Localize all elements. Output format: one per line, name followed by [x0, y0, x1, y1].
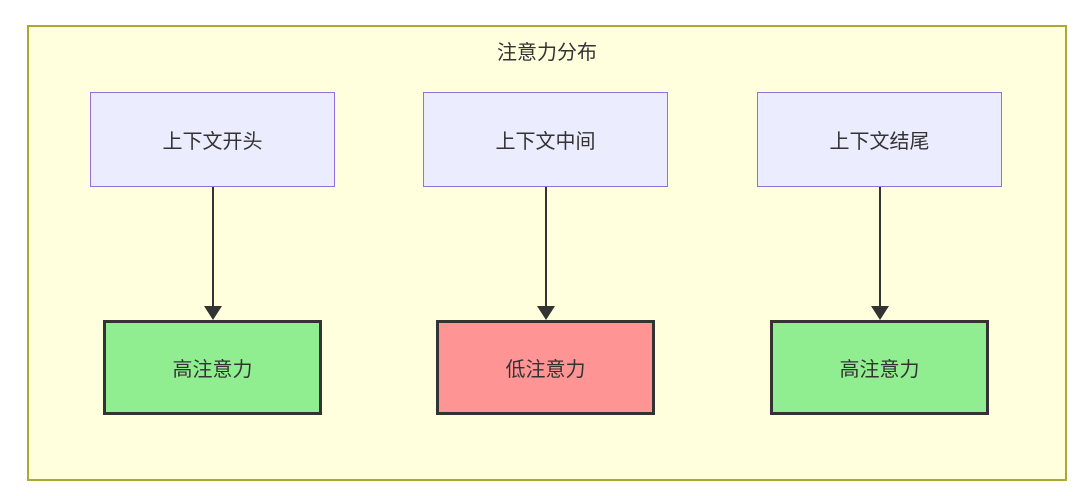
node-context-end-label: 上下文结尾 — [829, 131, 930, 153]
node-high-attention-1: 高注意力 — [103, 320, 322, 415]
node-low-attention: 低注意力 — [436, 320, 655, 415]
node-context-end: 上下文结尾 — [757, 92, 1002, 187]
node-context-start: 上下文开头 — [90, 92, 335, 187]
edge-line — [878, 187, 881, 306]
edge-context-end — [870, 187, 889, 320]
edge-context-middle — [536, 187, 555, 320]
node-high-attention-1-label: 高注意力 — [172, 359, 253, 381]
column-context-end: 上下文结尾 高注意力 — [757, 92, 1002, 415]
arrowhead-down-icon — [870, 306, 889, 320]
edge-line — [211, 187, 214, 306]
diagram-title: 注意力分布 — [497, 42, 597, 64]
edge-line — [544, 187, 547, 306]
node-context-middle-label: 上下文中间 — [495, 131, 596, 153]
node-context-middle: 上下文中间 — [423, 92, 668, 187]
arrowhead-down-icon — [536, 306, 555, 320]
attention-distribution-panel: 注意力分布 上下文开头 高注意力 上下文中间 低注意力 — [27, 25, 1067, 481]
column-context-middle: 上下文中间 低注意力 — [423, 92, 668, 415]
node-high-attention-2: 高注意力 — [770, 320, 989, 415]
node-context-start-label: 上下文开头 — [162, 131, 263, 153]
node-low-attention-label: 低注意力 — [505, 359, 586, 381]
arrowhead-down-icon — [203, 306, 222, 320]
column-context-start: 上下文开头 高注意力 — [90, 92, 335, 415]
node-high-attention-2-label: 高注意力 — [839, 359, 920, 381]
edge-context-start — [203, 187, 222, 320]
